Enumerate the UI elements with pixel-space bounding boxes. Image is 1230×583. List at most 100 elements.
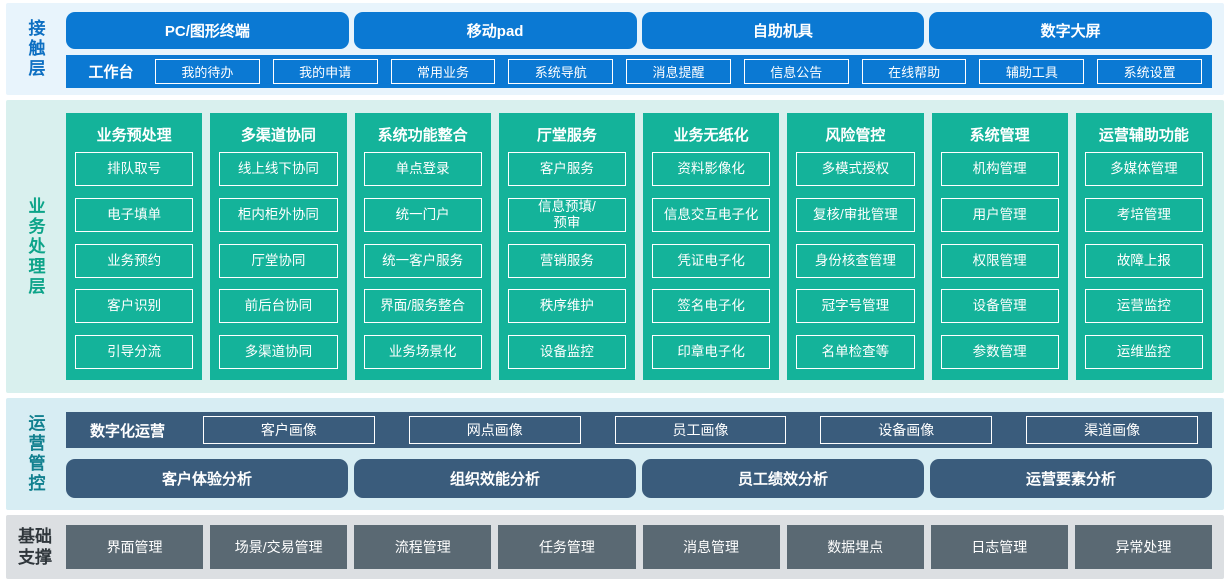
biz-item[interactable]: 线上线下协同 — [219, 152, 338, 186]
biz-item[interactable]: 签名电子化 — [652, 289, 771, 324]
wb-my-apply[interactable]: 我的申请 — [272, 59, 378, 84]
biz-item[interactable]: 业务预约 — [75, 243, 194, 278]
col-ops-aux-functions: 运营辅助功能 多媒体管理 考培管理 故障上报 运营监控 运维监控 — [1075, 113, 1212, 380]
foundation-layer-body: 界面管理 场景/交易管理 流程管理 任务管理 消息管理 数据埋点 日志管理 异常… — [64, 515, 1224, 579]
fd-ui-mgmt[interactable]: 界面管理 — [66, 525, 204, 569]
biz-item[interactable]: 前后台协同 — [219, 289, 338, 324]
biz-item[interactable]: 统一客户服务 — [363, 243, 482, 278]
col-items: 机构管理 用户管理 权限管理 设备管理 参数管理 — [940, 148, 1059, 369]
foundation-layer-label: 基础支撑 — [18, 526, 52, 567]
operations-layer-section: 运营管控 数字化运营 客户画像 网点画像 员工画像 设备画像 渠道画像 客户体验… — [6, 398, 1224, 510]
biz-item[interactable]: 设备管理 — [940, 289, 1059, 324]
biz-item[interactable]: 多渠道协同 — [219, 335, 338, 369]
terminal-pc-graphics[interactable]: PC/图形终端 — [66, 12, 349, 49]
business-layer-section: 业务处理层 业务预处理 排队取号 电子填单 业务预约 客户识别 引导分流 多渠道… — [6, 100, 1224, 393]
fd-message-mgmt[interactable]: 消息管理 — [642, 525, 780, 569]
wb-message-remind[interactable]: 消息提醒 — [626, 59, 731, 84]
business-layer-label: 业务处理层 — [25, 196, 45, 297]
biz-item[interactable]: 业务场景化 — [363, 335, 482, 369]
fd-exception-handling[interactable]: 异常处理 — [1074, 525, 1212, 569]
col-risk-control: 风险管控 多模式授权 复核/审批管理 身份核查管理 冠字号管理 名单检查等 — [787, 113, 924, 380]
workbench-bar: 工作台 我的待办 我的申请 常用业务 系统导航 消息提醒 信息公告 在线帮助 辅… — [66, 55, 1212, 88]
biz-item[interactable]: 设备监控 — [507, 335, 626, 369]
portrait-branch[interactable]: 网点画像 — [408, 416, 581, 444]
biz-item[interactable]: 排队取号 — [75, 152, 194, 186]
biz-item[interactable]: 运营监控 — [1084, 289, 1203, 324]
fd-log-mgmt[interactable]: 日志管理 — [930, 525, 1068, 569]
biz-item[interactable]: 冠字号管理 — [796, 289, 915, 324]
terminal-digital-screen[interactable]: 数字大屏 — [929, 12, 1212, 49]
col-business-preprocess: 业务预处理 排队取号 电子填单 业务预约 客户识别 引导分流 — [66, 113, 203, 380]
biz-item[interactable]: 营销服务 — [507, 243, 626, 278]
biz-item[interactable]: 客户服务 — [507, 152, 626, 186]
biz-item[interactable]: 多媒体管理 — [1084, 152, 1203, 186]
biz-item[interactable]: 信息预填/ 预审 — [507, 197, 626, 232]
portrait-channel[interactable]: 渠道画像 — [1026, 416, 1198, 444]
analysis-org-efficiency[interactable]: 组织效能分析 — [354, 459, 636, 498]
biz-item[interactable]: 信息交互电子化 — [652, 197, 771, 232]
biz-item[interactable]: 印章电子化 — [652, 335, 771, 369]
digital-operations-bar: 数字化运营 客户画像 网点画像 员工画像 设备画像 渠道画像 — [66, 412, 1212, 448]
biz-item[interactable]: 统一门户 — [363, 197, 482, 232]
biz-item[interactable]: 复核/审批管理 — [796, 197, 915, 232]
wb-system-settings[interactable]: 系统设置 — [1097, 59, 1203, 84]
biz-item[interactable]: 参数管理 — [940, 335, 1059, 369]
fd-data-tracking[interactable]: 数据埋点 — [786, 525, 924, 569]
biz-item[interactable]: 单点登录 — [363, 152, 482, 186]
operations-layer-label: 运营管控 — [25, 414, 45, 494]
col-multichannel-collab: 多渠道协同 线上线下协同 柜内柜外协同 厅堂协同 前后台协同 多渠道协同 — [210, 113, 347, 380]
col-title: 厅堂服务 — [536, 127, 597, 144]
biz-item[interactable]: 资料影像化 — [652, 152, 771, 186]
analysis-customer-experience[interactable]: 客户体验分析 — [66, 459, 348, 498]
col-system-integration: 系统功能整合 单点登录 统一门户 统一客户服务 界面/服务整合 业务场景化 — [354, 113, 491, 380]
terminal-row: PC/图形终端 移动pad 自助机具 数字大屏 — [66, 12, 1212, 49]
biz-item[interactable]: 秩序维护 — [507, 289, 626, 324]
operations-layer-body: 数字化运营 客户画像 网点画像 员工画像 设备画像 渠道画像 客户体验分析 组织… — [64, 398, 1224, 510]
terminal-self-service[interactable]: 自助机具 — [641, 12, 925, 49]
biz-item[interactable]: 名单检查等 — [796, 335, 915, 369]
biz-item[interactable]: 考培管理 — [1084, 197, 1203, 232]
col-paperless: 业务无纸化 资料影像化 信息交互电子化 凭证电子化 签名电子化 印章电子化 — [643, 113, 780, 380]
biz-item[interactable]: 身份核查管理 — [796, 243, 915, 278]
biz-item[interactable]: 界面/服务整合 — [363, 289, 482, 324]
fd-process-mgmt[interactable]: 流程管理 — [354, 525, 492, 569]
col-items: 单点登录 统一门户 统一客户服务 界面/服务整合 业务场景化 — [363, 148, 482, 369]
col-title: 系统功能整合 — [377, 127, 468, 144]
biz-item[interactable]: 凭证电子化 — [652, 243, 771, 278]
biz-item[interactable]: 权限管理 — [940, 243, 1059, 278]
fd-task-mgmt[interactable]: 任务管理 — [498, 525, 636, 569]
biz-item[interactable]: 客户识别 — [75, 289, 194, 324]
col-title: 系统管理 — [969, 127, 1030, 144]
biz-item[interactable]: 引导分流 — [75, 335, 194, 369]
col-title: 运营辅助功能 — [1098, 127, 1189, 144]
analysis-ops-elements[interactable]: 运营要素分析 — [930, 459, 1212, 498]
wb-aux-tools[interactable]: 辅助工具 — [979, 59, 1085, 84]
wb-info-notice[interactable]: 信息公告 — [743, 59, 849, 84]
wb-common-business[interactable]: 常用业务 — [390, 59, 496, 84]
fd-scene-trade-mgmt[interactable]: 场景/交易管理 — [210, 525, 348, 569]
col-items: 多模式授权 复核/审批管理 身份核查管理 冠字号管理 名单检查等 — [796, 148, 915, 369]
analysis-staff-performance[interactable]: 员工绩效分析 — [642, 459, 924, 498]
col-title: 业务无纸化 — [673, 127, 749, 144]
biz-item[interactable]: 机构管理 — [940, 152, 1059, 186]
col-items: 线上线下协同 柜内柜外协同 厅堂协同 前后台协同 多渠道协同 — [219, 148, 338, 369]
portrait-customer[interactable]: 客户画像 — [203, 416, 375, 444]
biz-item[interactable]: 电子填单 — [75, 197, 194, 232]
wb-system-nav[interactable]: 系统导航 — [508, 59, 614, 84]
foundation-layer-label-wrap: 基础支撑 — [6, 515, 64, 579]
wb-my-todo[interactable]: 我的待办 — [155, 59, 260, 84]
col-title: 多渠道协同 — [240, 127, 316, 144]
biz-item[interactable]: 多模式授权 — [796, 152, 915, 186]
terminal-mobile-pad[interactable]: 移动pad — [353, 12, 637, 49]
biz-item[interactable]: 用户管理 — [940, 197, 1059, 232]
biz-item[interactable]: 故障上报 — [1084, 243, 1203, 278]
biz-item[interactable]: 厅堂协同 — [219, 243, 338, 278]
biz-item[interactable]: 运维监控 — [1084, 335, 1203, 369]
portrait-staff[interactable]: 员工画像 — [614, 416, 787, 444]
wb-online-help[interactable]: 在线帮助 — [861, 59, 967, 84]
digital-operations-label: 数字化运营 — [90, 422, 166, 440]
biz-item[interactable]: 柜内柜外协同 — [219, 197, 338, 232]
portrait-device[interactable]: 设备画像 — [820, 416, 993, 444]
workbench-label: 工作台 — [88, 64, 134, 81]
